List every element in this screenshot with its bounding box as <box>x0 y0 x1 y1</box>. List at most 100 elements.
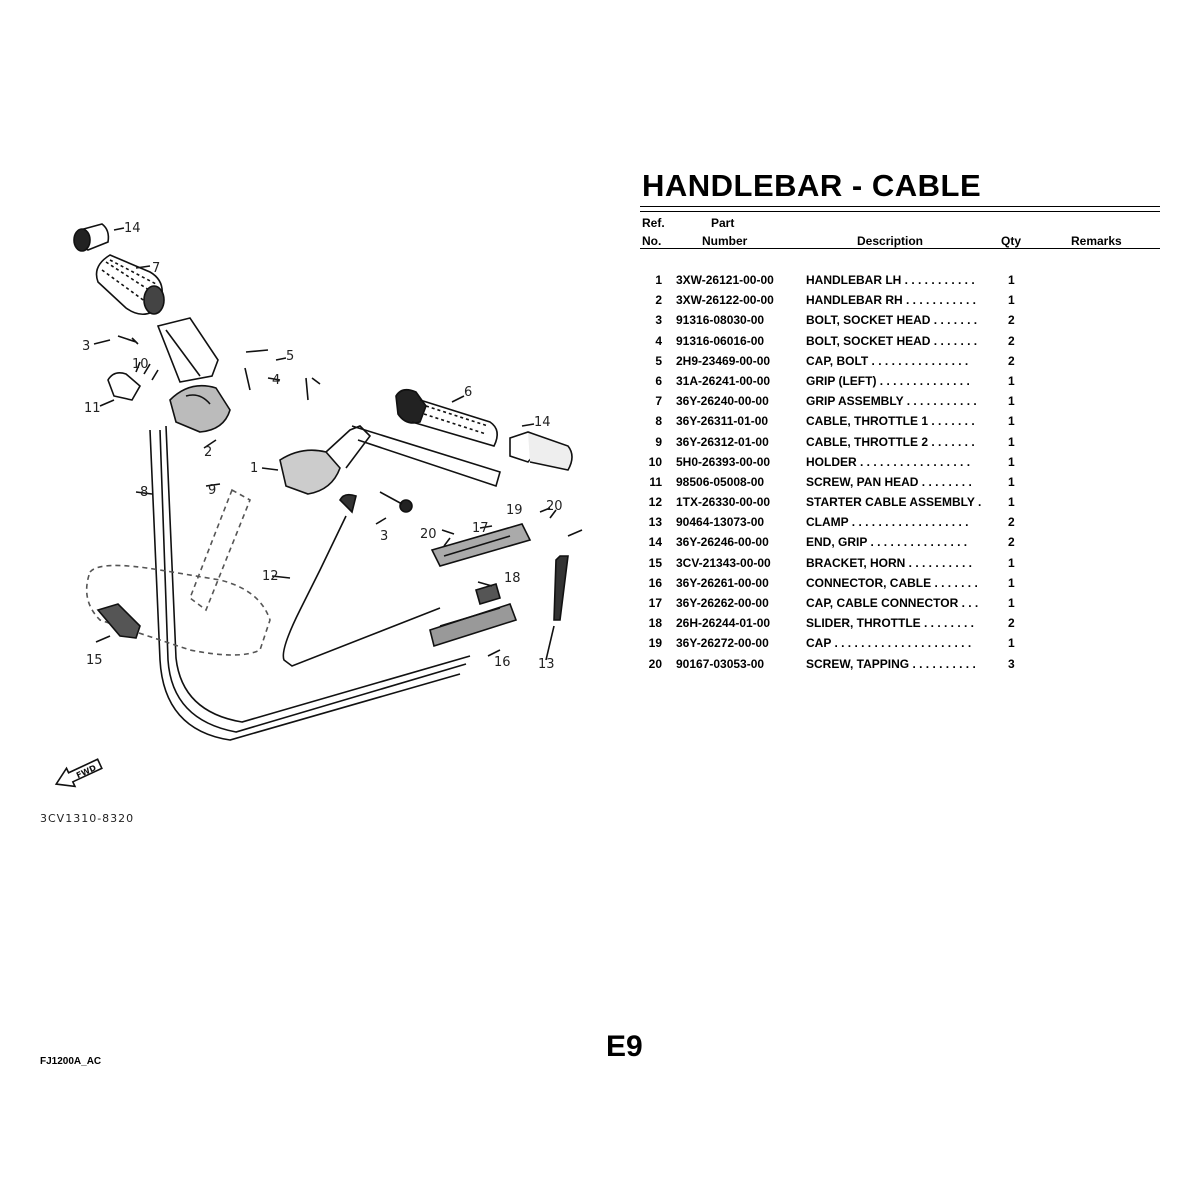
part-qty: 2 <box>1008 616 1015 631</box>
ref-number: 14 <box>648 535 662 550</box>
part-number: 31A-26241-00-00 <box>676 373 771 388</box>
part-description: CABLE, THROTTLE 2 . . . . . . . <box>806 434 975 449</box>
grip-assembly-7 <box>95 254 165 316</box>
callout: 15 <box>86 653 103 668</box>
callout: 2 <box>204 445 212 460</box>
table-row: 10 5H0-26393-00-00 HOLDER . . . . . . . . … <box>640 455 1160 475</box>
header-ref-line1: Ref. <box>642 216 665 230</box>
part-description: BOLT, SOCKET HEAD . . . . . . . <box>806 313 978 328</box>
header-rule <box>640 248 1160 249</box>
part-description: CAP . . . . . . . . . . . . . . . . . . … <box>806 636 972 651</box>
callout: 7 <box>152 261 160 276</box>
header-part-line2: Number <box>702 234 748 248</box>
part-qty: 1 <box>1008 454 1015 469</box>
footer-code: FJ1200A_AC <box>40 1056 102 1067</box>
ref-number: 19 <box>648 636 662 651</box>
part-number: 26H-26244-01-00 <box>676 616 771 631</box>
callout: 9 <box>208 483 216 498</box>
part-qty: 1 <box>1008 273 1015 287</box>
part-description: HANDLEBAR RH . . . . . . . . . . . <box>806 293 977 308</box>
part-description: HOLDER . . . . . . . . . . . . . . . . . <box>806 454 971 469</box>
part-qty: 1 <box>1008 636 1015 651</box>
ref-number: 8 <box>655 414 662 429</box>
part-qty: 2 <box>1008 333 1015 348</box>
part-qty: 1 <box>1008 555 1015 570</box>
ref-number: 17 <box>648 596 662 610</box>
part-qty: 1 <box>1008 596 1015 610</box>
part-number: 1TX-26330-00-00 <box>676 495 771 510</box>
parts-table: 1 3XW-26121-00-00 HANDLEBAR LH . . . . . .… <box>640 273 1160 677</box>
part-number: 3XW-26121-00-00 <box>676 273 774 287</box>
callout: 16 <box>494 655 511 670</box>
part-description: CAP, BOLT . . . . . . . . . . . . . . . <box>806 353 969 368</box>
part-number: 3CV-21343-00-00 <box>676 555 771 570</box>
part-qty: 1 <box>1008 293 1015 308</box>
ref-number: 16 <box>648 575 662 590</box>
part-qty: 1 <box>1008 394 1015 409</box>
part-description: CABLE, THROTTLE 1 . . . . . . . <box>806 414 975 429</box>
part-description: GRIP ASSEMBLY . . . . . . . . . . . <box>806 394 977 409</box>
diagram-drawing: FWD 14 7 3 10 11 5 4 2 6 14 1 8 9 3 19 2… <box>54 221 583 788</box>
ref-number: 2 <box>655 293 662 308</box>
header-part-line1: Part <box>711 216 735 230</box>
ref-number: 1 <box>655 273 662 287</box>
part-description: GRIP (LEFT) . . . . . . . . . . . . . . <box>806 373 970 388</box>
ref-number: 6 <box>655 373 662 388</box>
svg-text:FWD: FWD <box>75 763 98 780</box>
part-qty: 1 <box>1008 474 1015 489</box>
ref-number: 15 <box>648 555 662 570</box>
part-description: STARTER CABLE ASSEMBLY . <box>806 495 982 510</box>
part-qty: 3 <box>1008 656 1015 671</box>
page-number: E9 <box>606 1030 643 1063</box>
header-remarks: Remarks <box>1071 234 1122 248</box>
callout-labels: 14 7 3 10 11 5 4 2 6 14 1 8 9 3 19 20 20… <box>82 221 563 672</box>
part-qty: 1 <box>1008 414 1015 429</box>
callout: 3 <box>380 529 388 544</box>
header-qty: Qty <box>1001 234 1022 248</box>
part-description: CAP, CABLE CONNECTOR . . . <box>806 596 979 610</box>
ref-number: 9 <box>655 434 662 449</box>
ref-number: 10 <box>648 454 662 469</box>
part-qty: 1 <box>1008 495 1015 510</box>
part-number: 98506-05008-00 <box>676 474 765 489</box>
part-number: 5H0-26393-00-00 <box>676 454 771 469</box>
table-row: 6 31A-26241-00-00 GRIP (LEFT) . . . . . . … <box>640 374 1160 394</box>
callout: 14 <box>124 221 141 236</box>
part-description: HANDLEBAR LH . . . . . . . . . . . <box>806 273 975 287</box>
callout: 8 <box>140 485 148 500</box>
part-description: END, GRIP . . . . . . . . . . . . . . . <box>806 535 968 550</box>
callout: 1 <box>250 461 258 476</box>
ref-number: 12 <box>648 495 662 510</box>
header-ref-line2: No. <box>642 234 662 248</box>
part-qty: 2 <box>1008 515 1015 530</box>
ref-number: 3 <box>655 313 662 328</box>
part-number: 2H9-23469-00-00 <box>676 353 771 368</box>
exploded-view-diagram: FWD 14 7 3 10 11 5 4 2 6 14 1 8 9 3 19 2… <box>40 200 600 840</box>
part-qty: 2 <box>1008 353 1015 368</box>
callout: 6 <box>464 385 472 400</box>
part-number: 91316-06016-00 <box>676 333 765 348</box>
part-number: 36Y-26261-00-00 <box>676 575 769 590</box>
callout: 17 <box>472 521 489 536</box>
callout: 14 <box>534 415 551 430</box>
part-number: 90167-03053-00 <box>676 656 765 671</box>
ref-number: 11 <box>649 474 662 489</box>
callout: 4 <box>272 373 280 388</box>
table-row: 1 3XW-26121-00-00 HANDLEBAR LH . . . . . .… <box>640 273 1160 293</box>
part-number: 36Y-26262-00-00 <box>676 596 769 610</box>
part-number: 90464-13073-00 <box>676 515 765 530</box>
table-row: 14 36Y-26246-00-00 END, GRIP . . . . . . .… <box>640 535 1160 555</box>
callout: 3 <box>82 339 90 354</box>
part-qty: 2 <box>1008 313 1015 328</box>
part-number: 36Y-26246-00-00 <box>676 535 769 550</box>
